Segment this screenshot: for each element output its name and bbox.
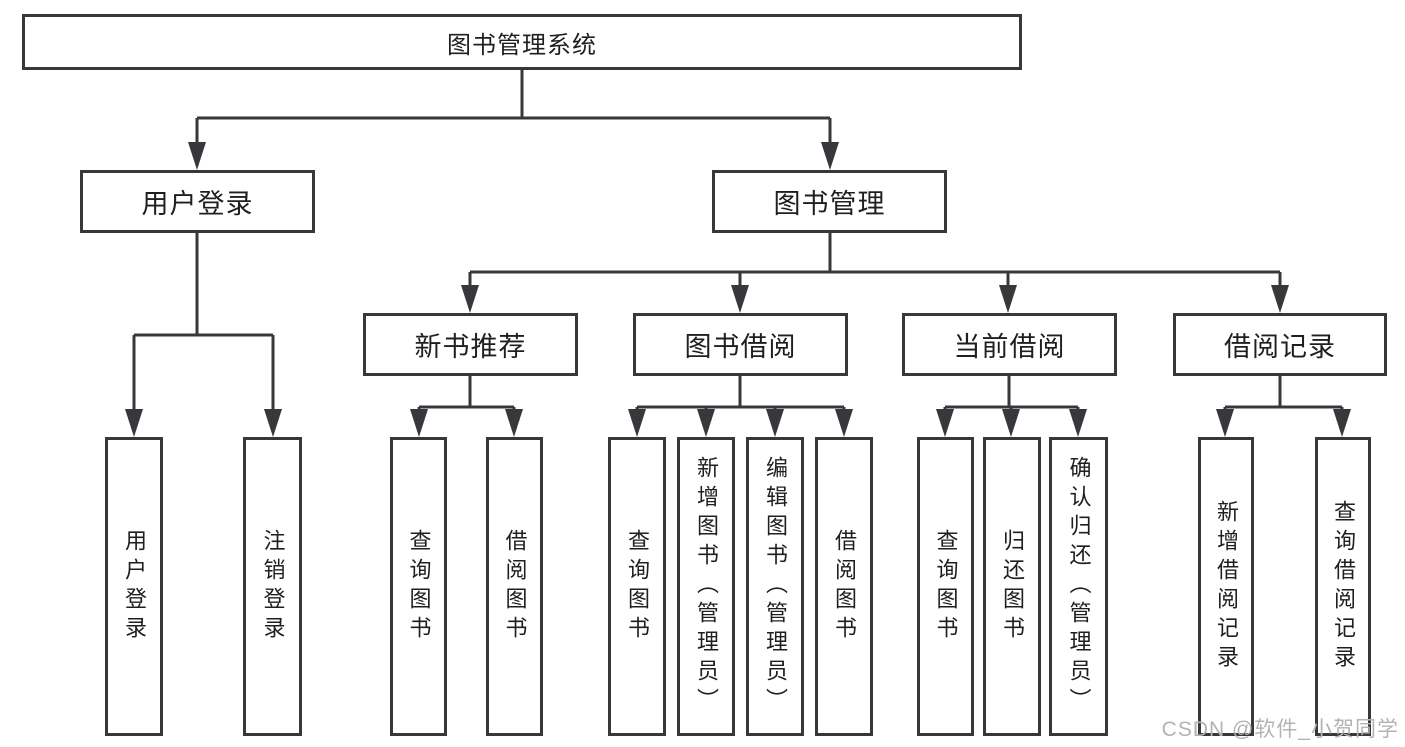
- leaf-query-books-current: 查询图书: [917, 437, 974, 736]
- node-book-borrow-label: 图书借阅: [684, 332, 797, 362]
- node-current-borrow: 当前借阅: [902, 313, 1117, 376]
- node-new-book-recommend: 新书推荐: [363, 313, 578, 376]
- leaf-add-borrow-record: 新增借阅记录: [1198, 437, 1254, 736]
- node-root-system: 图书管理系统: [22, 14, 1022, 70]
- node-borrow-records-label: 借阅记录: [1224, 332, 1336, 362]
- leaf-query-books-borrow: 查询图书: [608, 437, 666, 736]
- node-user-login: 用户登录: [80, 170, 315, 233]
- leaf-edit-book-admin: 编辑图书（管理员）: [746, 437, 804, 736]
- node-book-borrow: 图书借阅: [633, 313, 848, 376]
- connector-book-management-sections: [461, 233, 1289, 313]
- watermark: CSDN @软件_小贺同学: [1161, 718, 1399, 741]
- node-borrow-records: 借阅记录: [1173, 313, 1387, 376]
- leaf-add-book-admin: 新增图书（管理员）: [677, 437, 735, 736]
- leaf-user-login: 用户登录: [105, 437, 163, 736]
- node-root-label: 图书管理系统: [447, 31, 597, 59]
- connector-current-borrow-children: [936, 376, 1087, 437]
- leaf-query-borrow-record: 查询借阅记录: [1315, 437, 1371, 736]
- node-user-login-label: 用户登录: [141, 189, 254, 219]
- leaf-query-books-recommend: 查询图书: [390, 437, 447, 736]
- leaf-logout: 注销登录: [243, 437, 302, 736]
- leaf-borrow-books: 借阅图书: [815, 437, 873, 736]
- connector-new-book-children: [410, 376, 523, 437]
- connector-book-borrow-children: [628, 376, 853, 437]
- connector-borrow-records-children: [1216, 376, 1351, 437]
- connector-user-login-children: [125, 233, 282, 437]
- leaf-return-book: 归还图书: [983, 437, 1041, 736]
- leaf-borrow-books-recommend: 借阅图书: [486, 437, 543, 736]
- node-book-management-label: 图书管理: [773, 189, 886, 219]
- node-book-management: 图书管理: [712, 170, 947, 233]
- leaf-confirm-return-admin: 确认归还（管理员）: [1049, 437, 1108, 736]
- node-new-book-recommend-label: 新书推荐: [414, 332, 527, 362]
- connector-root-to-level2: [188, 70, 839, 170]
- node-current-borrow-label: 当前借阅: [953, 332, 1066, 362]
